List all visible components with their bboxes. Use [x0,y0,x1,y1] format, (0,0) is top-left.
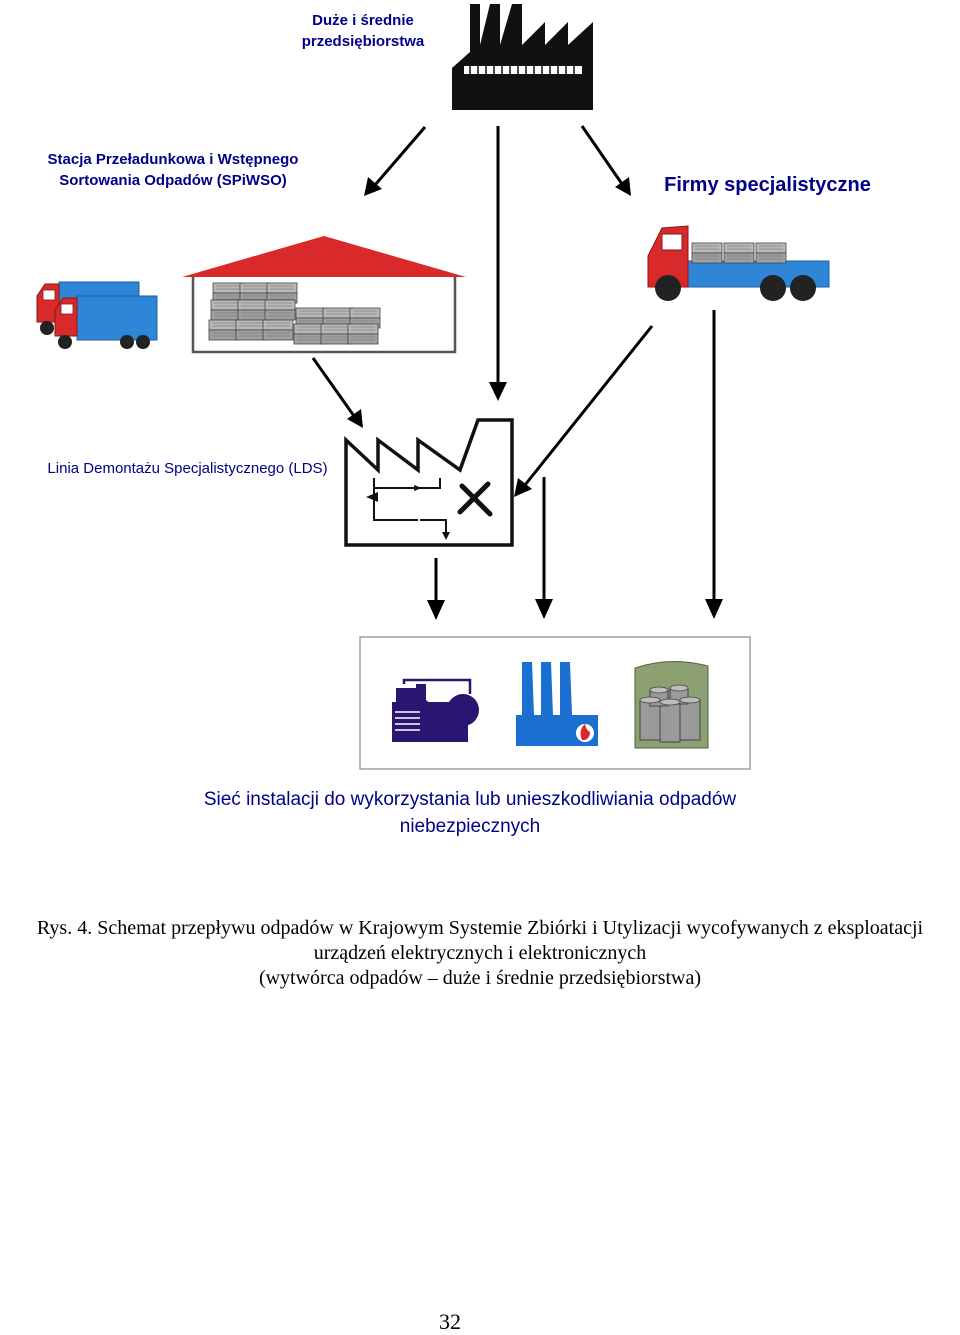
producer-label: Duże i średnie przedsiębiorstwa [301,12,425,50]
firms-label: Firmy specjalistyczne [664,174,871,196]
lds-label: Linia Demontażu Specjalistycznego (LDS) [47,460,328,477]
drum-storage-icon [634,660,709,749]
warehouse-with-trucks-icon [36,236,466,354]
flow-arrows [311,125,723,620]
caption-line-1: Rys. 4. Schemat przepływu odpadów w Kraj… [36,917,924,939]
figure-caption: Rys. 4. Schemat przepływu odpadów w Kraj… [0,916,960,991]
caption-line-3: (wytwórca odpadów – duże i średnie przed… [258,967,702,989]
disassembly-workshop-icon [344,418,514,547]
caption-line-2: urządzeń elektrycznych i elektronicznych [313,942,647,964]
spiwso-label: Stacja Przeładunkowa i Wstępnego Sortowa… [47,151,299,189]
network-label: Sieć instalacji do wykorzystania lub uni… [203,789,737,837]
chemical-plant-icon [392,678,479,742]
truck-icon [647,225,830,301]
factory-icon [452,4,593,110]
incinerator-icon [516,662,598,746]
page-number: 32 [439,1309,461,1334]
